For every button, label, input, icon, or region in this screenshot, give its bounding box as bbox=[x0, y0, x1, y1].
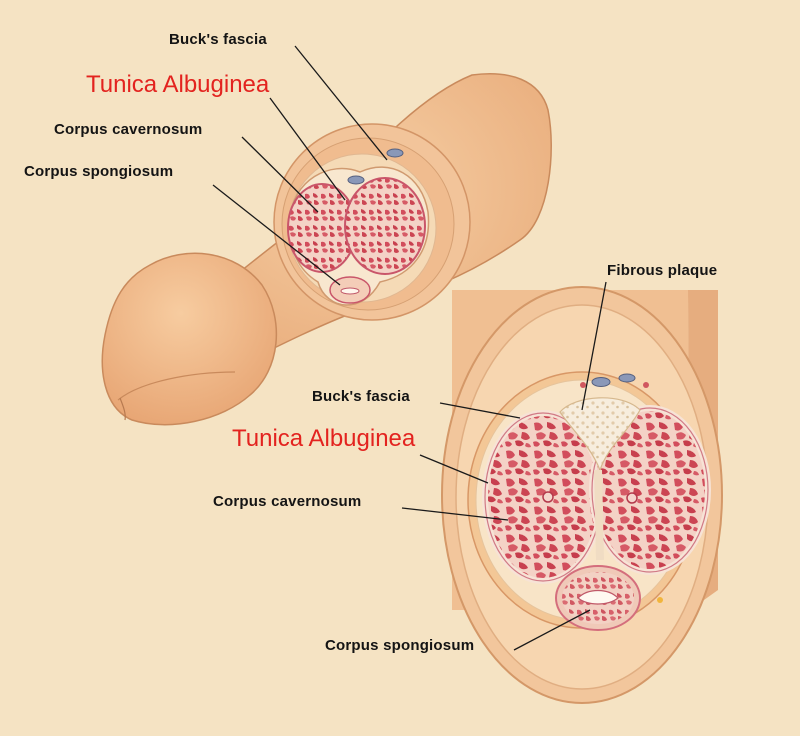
label-top-corpus-spongiosum: Corpus spongiosum bbox=[24, 163, 174, 180]
leader-top-tunica-albuginea bbox=[269, 97, 346, 201]
label-bottom-corpus-spongiosum: Corpus spongiosum bbox=[325, 637, 475, 654]
leader-bottom-tunica-albuginea bbox=[419, 454, 489, 484]
leader-bottom-bucks-fascia bbox=[439, 402, 521, 419]
upper-penis-illustration bbox=[101, 73, 552, 426]
label-top-tunica-albuginea: Tunica Albuginea bbox=[86, 71, 270, 98]
label-fibrous-plaque: Fibrous plaque bbox=[607, 262, 718, 279]
label-bottom-bucks-fascia: Buck's fascia bbox=[312, 388, 410, 405]
label-bottom-tunica-albuginea: Tunica Albuginea bbox=[232, 425, 416, 452]
label-bottom-corpus-cavernosum: Corpus cavernosum bbox=[213, 493, 362, 510]
leader-lines bbox=[212, 45, 607, 651]
leader-bottom-corpus-spongiosum bbox=[513, 609, 591, 651]
leader-top-corpus-cavernosum bbox=[241, 136, 319, 213]
label-top-bucks-fascia: Buck's fascia bbox=[169, 31, 267, 48]
leader-fibrous-plaque bbox=[581, 281, 607, 411]
leader-top-bucks-fascia bbox=[294, 45, 388, 161]
leader-bottom-corpus-cavernosum bbox=[401, 507, 509, 521]
lower-cross-section-illustration bbox=[441, 286, 723, 704]
leader-top-corpus-spongiosum bbox=[212, 184, 341, 286]
label-top-corpus-cavernosum: Corpus cavernosum bbox=[54, 121, 203, 138]
